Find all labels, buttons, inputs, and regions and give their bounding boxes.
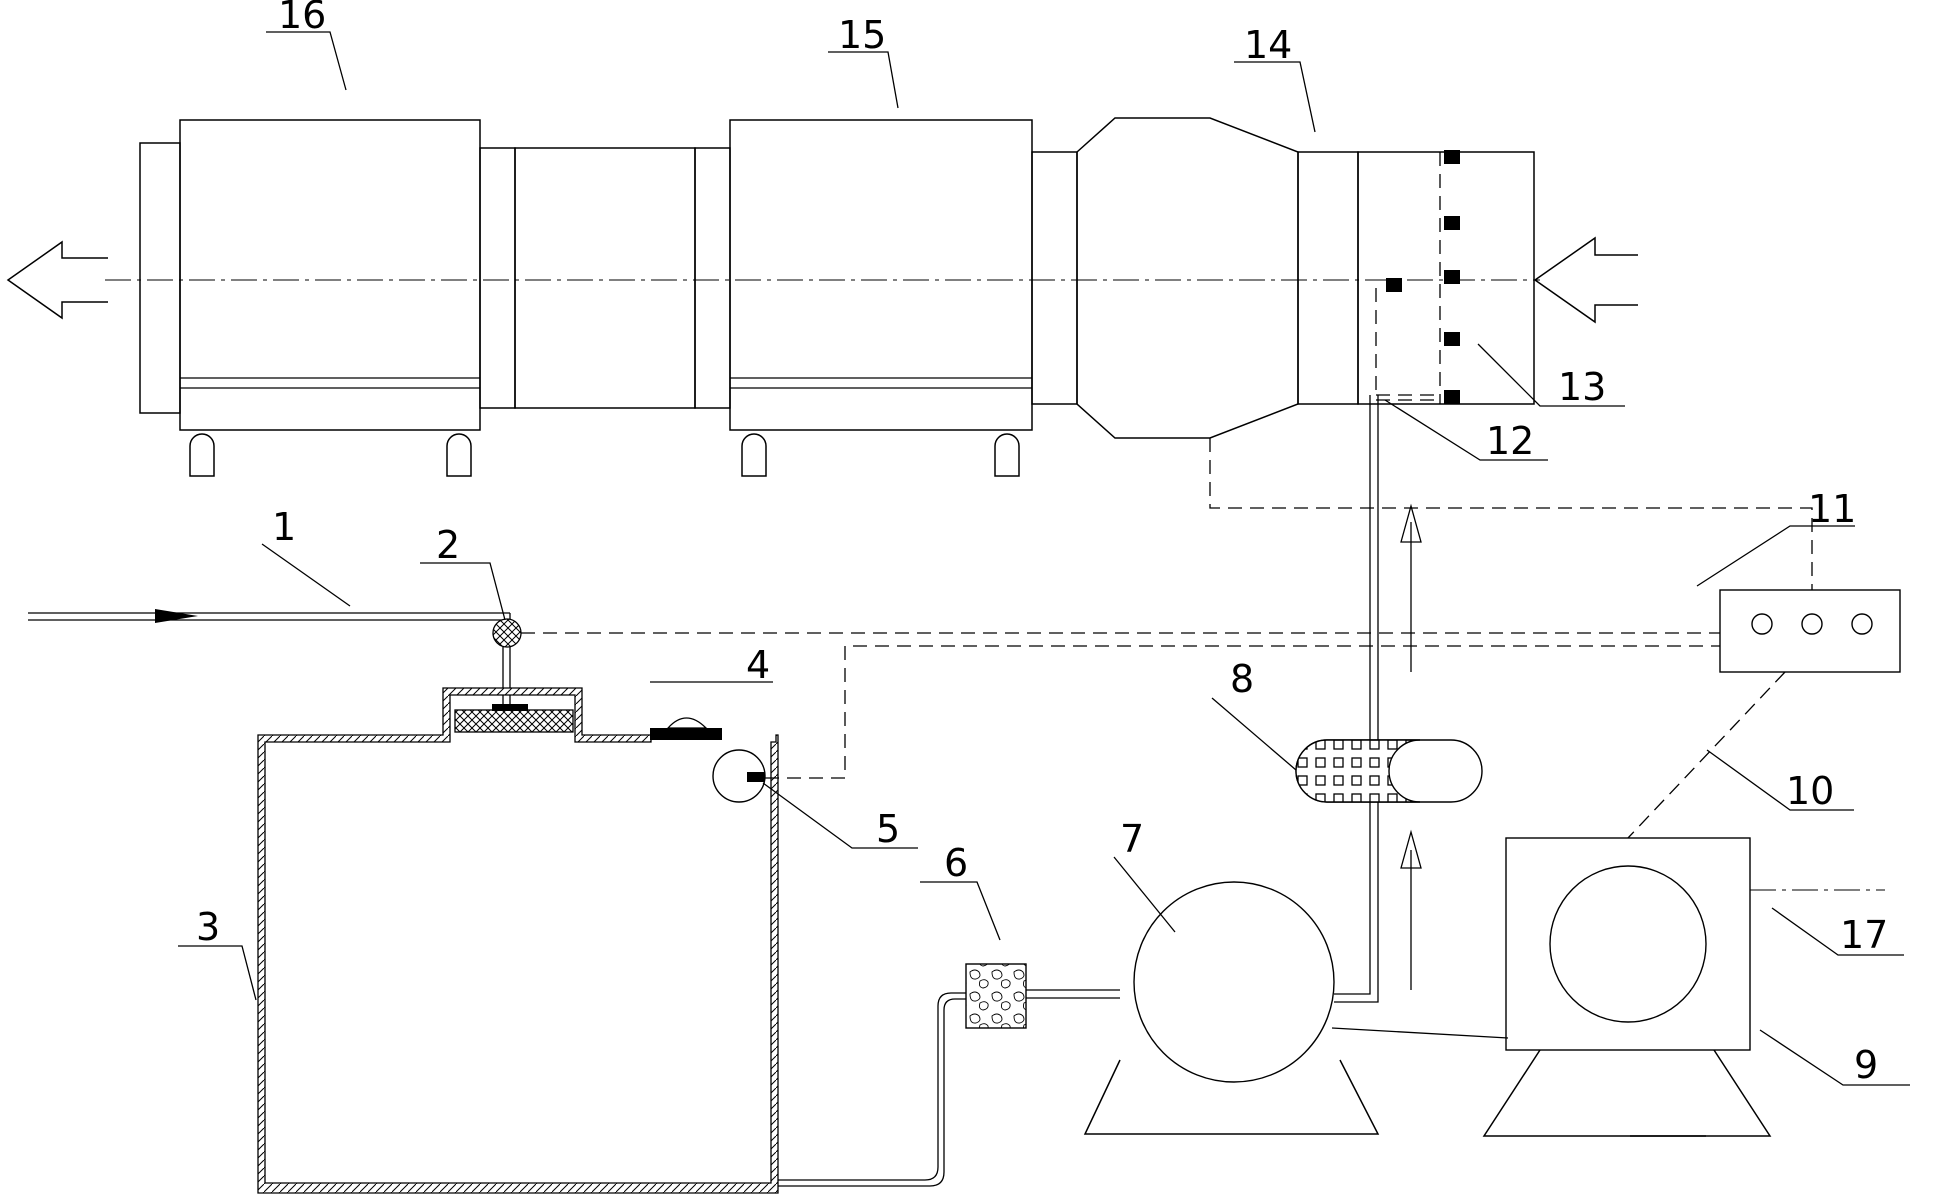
unit-16 <box>140 120 480 476</box>
label-13: 13 <box>1558 365 1606 409</box>
drive-link <box>1332 1028 1508 1038</box>
label-9: 9 <box>1854 1043 1878 1087</box>
duct-assembly <box>8 118 1638 476</box>
outlet-arrow <box>8 242 108 318</box>
label-17: 17 <box>1840 913 1888 957</box>
label-12: 12 <box>1486 419 1534 463</box>
label-10: 10 <box>1786 769 1834 813</box>
label-2: 2 <box>436 523 460 567</box>
breather-4 <box>650 718 722 740</box>
strainer-6 <box>966 964 1026 1028</box>
label-1: 1 <box>272 505 296 549</box>
nozzle-13e <box>1444 390 1460 404</box>
motor-9 <box>1484 838 1770 1136</box>
nozzle-13a <box>1444 150 1460 164</box>
duct-connector <box>480 148 730 408</box>
label-15: 15 <box>838 13 886 57</box>
filter-cap <box>455 710 573 732</box>
label-7: 7 <box>1120 817 1144 861</box>
label-14: 14 <box>1244 23 1292 67</box>
nozzle-13b <box>1444 216 1460 230</box>
nozzle-13c <box>1444 270 1460 284</box>
label-11: 11 <box>1808 487 1856 531</box>
label-5: 5 <box>876 807 900 851</box>
label-16: 16 <box>278 0 326 37</box>
sensor-12 <box>1386 278 1402 292</box>
inlet-pipe <box>28 609 510 705</box>
level-sensor-5 <box>713 750 765 802</box>
unit-14 <box>1032 118 1358 438</box>
controller-11 <box>1720 590 1900 672</box>
label-4: 4 <box>746 643 770 687</box>
unit-15 <box>730 120 1032 476</box>
label-8: 8 <box>1230 657 1254 701</box>
sensor-section <box>1358 150 1534 404</box>
filter-8 <box>1296 740 1482 802</box>
label-3: 3 <box>196 905 220 949</box>
nozzle-13d <box>1444 332 1460 346</box>
inlet-arrow <box>1535 238 1638 322</box>
valve-2 <box>493 619 521 647</box>
label-6: 6 <box>944 841 968 885</box>
water-tank <box>258 688 778 1193</box>
